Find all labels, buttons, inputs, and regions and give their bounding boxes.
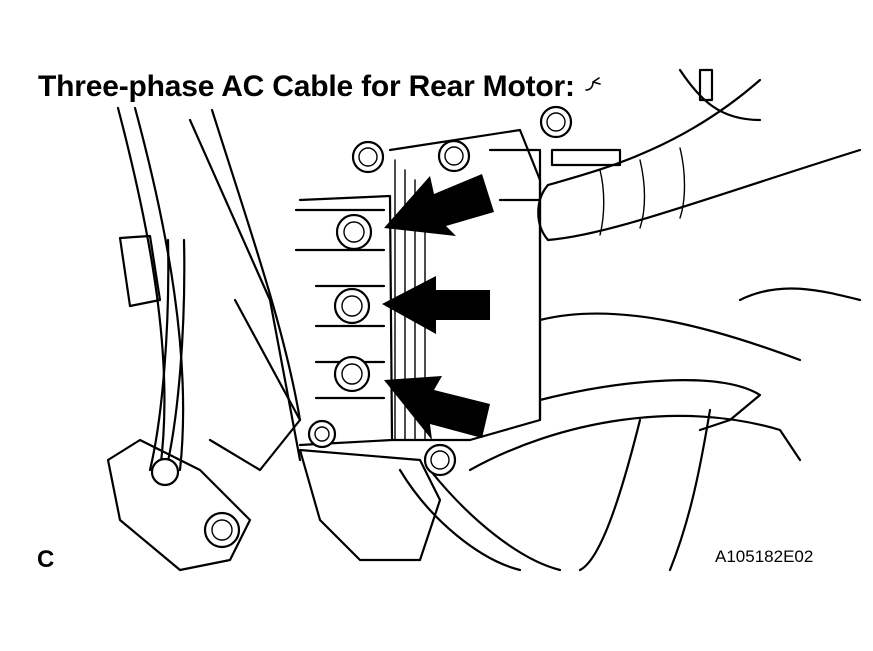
figure-title: Three-phase AC Cable for Rear Motor: <box>38 70 609 104</box>
connector-tag-icon <box>585 77 601 91</box>
corner-letter: C <box>37 546 55 573</box>
terminal-bolt-u <box>335 213 373 251</box>
callout-arrows <box>382 174 494 440</box>
lower-right-parts <box>468 68 862 572</box>
coolant-hose <box>537 78 862 242</box>
reference-code: A105182E02 <box>715 547 814 566</box>
bolt-bottom-left <box>307 419 337 449</box>
bolts <box>203 105 573 549</box>
arrow-lower <box>384 376 490 440</box>
bolt-bottom-mid <box>423 443 457 477</box>
bolt-lower-left <box>203 511 241 549</box>
terminal-bolt-v <box>333 287 371 325</box>
bolt-top-left <box>351 140 385 174</box>
terminal-bolt-w <box>333 355 371 393</box>
left-bracket <box>106 106 302 572</box>
arrow-middle <box>382 276 490 334</box>
figure-title-text: Three-phase AC Cable for Rear Motor: <box>38 70 575 103</box>
bottom-bracket <box>298 448 562 572</box>
bolt-top-mid <box>437 139 471 173</box>
left-cable <box>148 238 186 487</box>
arrow-upper <box>384 174 494 236</box>
bolt-top-right <box>539 105 573 139</box>
